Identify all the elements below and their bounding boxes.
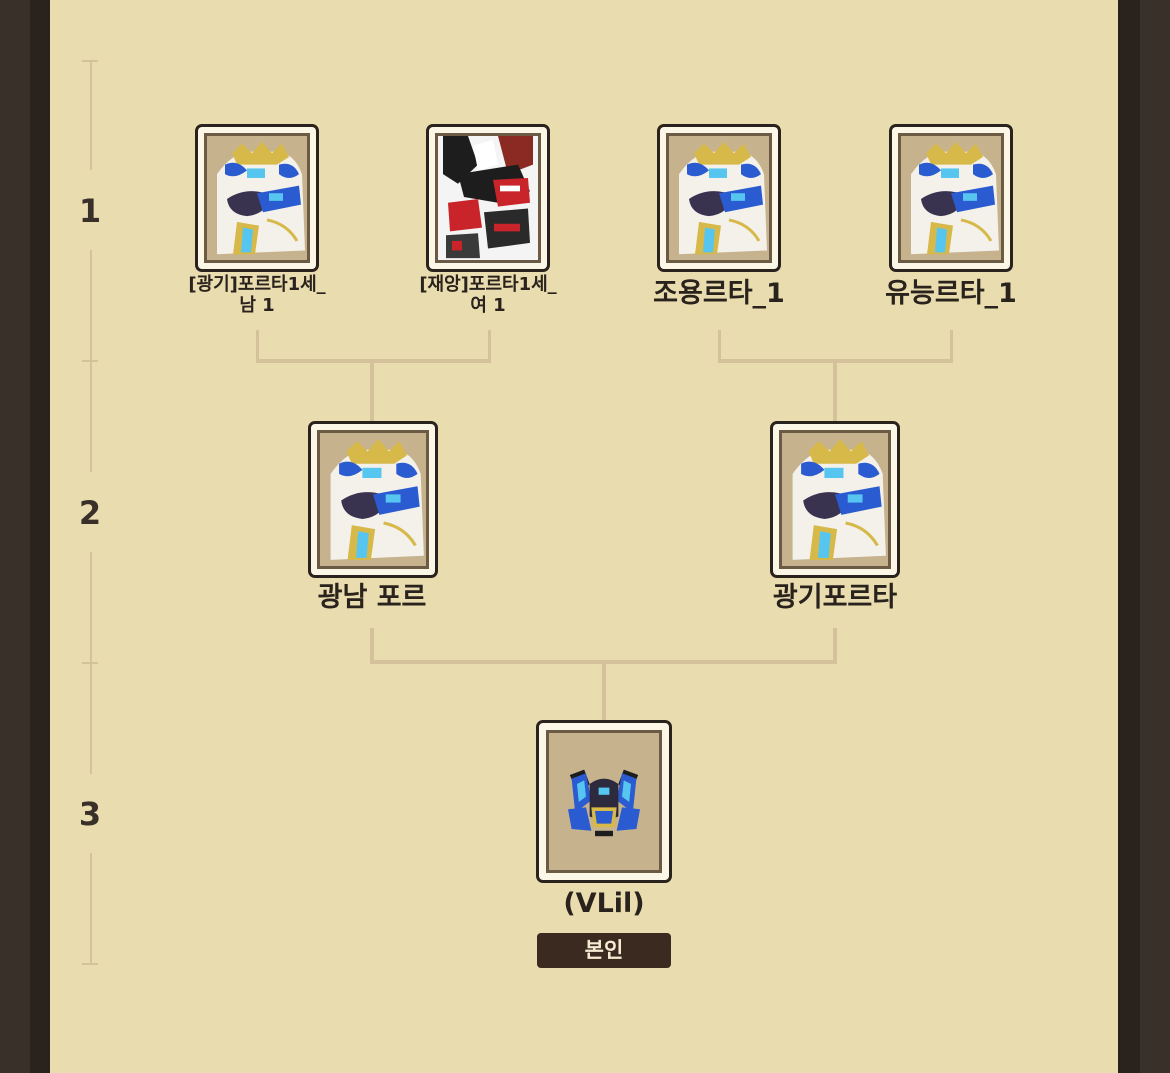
axis-segment [90,60,92,170]
member-name-gen2-1: 광남 포르 [317,582,427,613]
portrait-card-gen2-1[interactable] [308,421,438,578]
axis-segment [90,853,92,965]
portrait-card-self[interactable] [536,720,672,883]
porta-knight-blue-icon [666,133,772,263]
portrait-card-gen1-2[interactable] [426,124,550,272]
porta-helmet-blue-icon [546,730,662,873]
member-name-line2: 여 1 [470,295,506,316]
portrait-card-gen2-2[interactable] [770,421,900,578]
member-name-gen2-2: 광기포르타 [772,582,898,613]
portrait-card-gen1-1[interactable] [195,124,319,272]
axis-tick [82,963,98,965]
axis-tick [82,360,98,362]
frame-right-inner-border [1118,0,1140,1073]
axis-tick [82,662,98,664]
generation-number-1: 1 [78,192,102,230]
member-name-self: (VLil) [563,888,645,919]
generation-number-2: 2 [78,494,102,532]
member-name-line2: 남 1 [239,295,275,316]
member-name-gen1-4: 유능르타_1 [885,278,1017,309]
self-badge: 본인 [537,933,671,968]
frame-left-inner-border [30,0,50,1073]
porta-knight-blue-icon [317,430,429,569]
member-name-gen1-2: [재앙]포르타1세_ 여 1 [388,274,588,316]
portrait-card-gen1-3[interactable] [657,124,781,272]
portrait-card-gen1-4[interactable] [889,124,1013,272]
member-name-gen1-3: 조용르타_1 [653,278,785,309]
member-name-line1: [광기]포르타1세_ [188,274,326,295]
generation-number-3: 3 [78,795,102,833]
porta-knight-blue-icon [204,133,310,263]
member-name-gen1-1: [광기]포르타1세_ 남 1 [157,274,357,316]
axis-tick [82,60,98,62]
porta-knight-blue-icon [779,430,891,569]
porta-knight-red-icon [435,133,541,263]
member-name-line1: [재앙]포르타1세_ [419,274,557,295]
porta-knight-blue-icon [898,133,1004,263]
